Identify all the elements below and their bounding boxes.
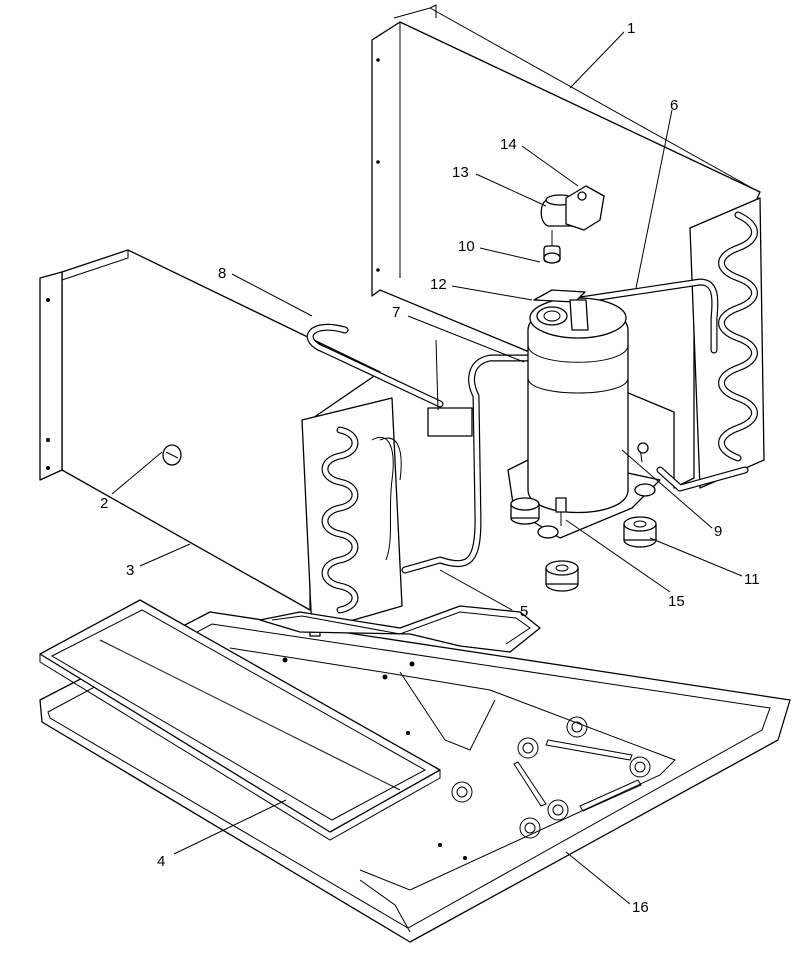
callout-5: 5 [520, 603, 528, 620]
capillary-tube [259, 605, 541, 653]
grommet-front-left [545, 560, 579, 592]
callout-labels: 1 2 3 4 5 6 7 8 9 10 11 12 13 14 15 16 [100, 20, 760, 916]
suction-tube [306, 323, 444, 408]
callout-14: 14 [500, 136, 517, 153]
condenser-coil [371, 4, 765, 489]
callout-4: 4 [157, 853, 165, 870]
callout-15: 15 [668, 593, 685, 610]
compressor [507, 289, 661, 539]
callout-8: 8 [218, 265, 226, 282]
callout-2: 2 [100, 495, 108, 512]
callout-9: 9 [714, 523, 722, 540]
callout-7: 7 [392, 304, 400, 321]
callout-11: 11 [744, 571, 760, 588]
callout-3: 3 [126, 562, 134, 579]
grommet-front-right [623, 516, 657, 548]
callout-10: 10 [458, 238, 475, 255]
discharge-tube [401, 339, 532, 574]
mounting-grommets [510, 497, 657, 592]
callout-16: 16 [632, 899, 649, 916]
terminal-clip [565, 185, 605, 231]
condenser-line [576, 278, 749, 492]
callout-1: 1 [627, 20, 635, 37]
evaporator-coil [39, 249, 403, 637]
callout-6: 6 [670, 97, 678, 114]
overload-protector [543, 230, 561, 264]
grommet [162, 444, 182, 466]
callout-12: 12 [430, 276, 447, 293]
grommet-rear-left [510, 497, 540, 525]
drain-tray [39, 599, 441, 841]
leader-lines [111, 31, 743, 905]
ground-bolt [555, 497, 567, 526]
callout-13: 13 [452, 164, 469, 181]
